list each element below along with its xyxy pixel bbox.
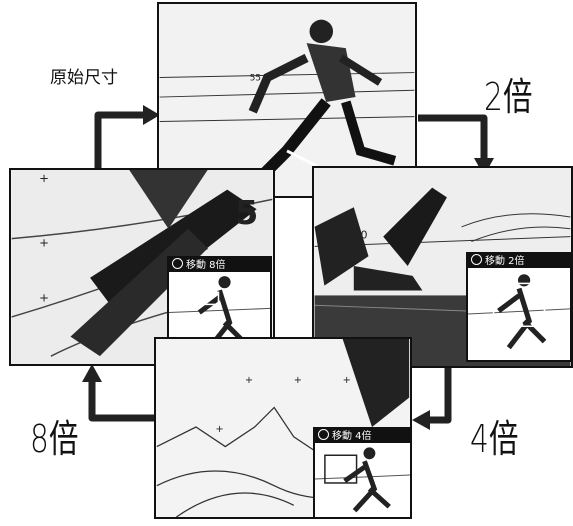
svg-text:+: + bbox=[39, 171, 49, 185]
panel-8x: 5 + + + 移動 8倍 bbox=[9, 168, 275, 366]
arrow-4x-to-8x bbox=[88, 380, 155, 422]
arrow-original-to-2x bbox=[418, 114, 488, 160]
svg-text:+: + bbox=[245, 375, 253, 386]
label-zoom-8x: 8倍 bbox=[30, 417, 79, 461]
inset-bar-2x: 移動 2倍 bbox=[468, 254, 570, 268]
arrow-8x-to-original bbox=[94, 111, 145, 168]
runner-photo-original: 55 bbox=[159, 4, 415, 196]
move-icon bbox=[172, 258, 183, 269]
label-original-size: 原始尺寸 bbox=[50, 68, 118, 88]
svg-text:+: + bbox=[343, 375, 351, 386]
inset-thumb-4x bbox=[315, 447, 410, 513]
inset-4x: 移動 4倍 bbox=[313, 427, 410, 517]
label-zoom-4x: 4倍 bbox=[470, 417, 519, 461]
svg-text:+: + bbox=[294, 375, 302, 386]
arrowhead-original bbox=[143, 105, 160, 125]
bib-number-left: 5 bbox=[235, 193, 258, 232]
inset-label-8x: 移動 8倍 bbox=[186, 260, 226, 271]
move-icon bbox=[471, 254, 482, 265]
bib-number-top: 55 bbox=[250, 73, 261, 83]
svg-text:+: + bbox=[39, 290, 49, 304]
arrow-2x-to-4x bbox=[428, 360, 452, 424]
svg-text:+: + bbox=[216, 424, 224, 435]
move-icon bbox=[318, 429, 329, 440]
svg-text:+: + bbox=[39, 235, 49, 249]
inset-2x: 移動 2倍 bbox=[466, 252, 571, 362]
arrowhead-4x bbox=[412, 410, 430, 430]
inset-label-4x: 移動 4倍 bbox=[332, 431, 372, 442]
inset-bar-4x: 移動 4倍 bbox=[315, 429, 410, 443]
bib-number-right: 10 bbox=[354, 229, 368, 242]
inset-label-2x: 移動 2倍 bbox=[485, 256, 525, 267]
panel-original: 55 bbox=[157, 2, 417, 198]
arrowhead-8x bbox=[82, 364, 102, 382]
label-zoom-2x: 2倍 bbox=[484, 75, 533, 119]
inset-thumb-2x bbox=[468, 274, 570, 350]
inset-bar-8x: 移動 8倍 bbox=[169, 258, 270, 272]
panel-4x: + + + + 移動 4倍 bbox=[154, 337, 412, 519]
panel-2x: 10 移動 2倍 bbox=[312, 166, 573, 368]
